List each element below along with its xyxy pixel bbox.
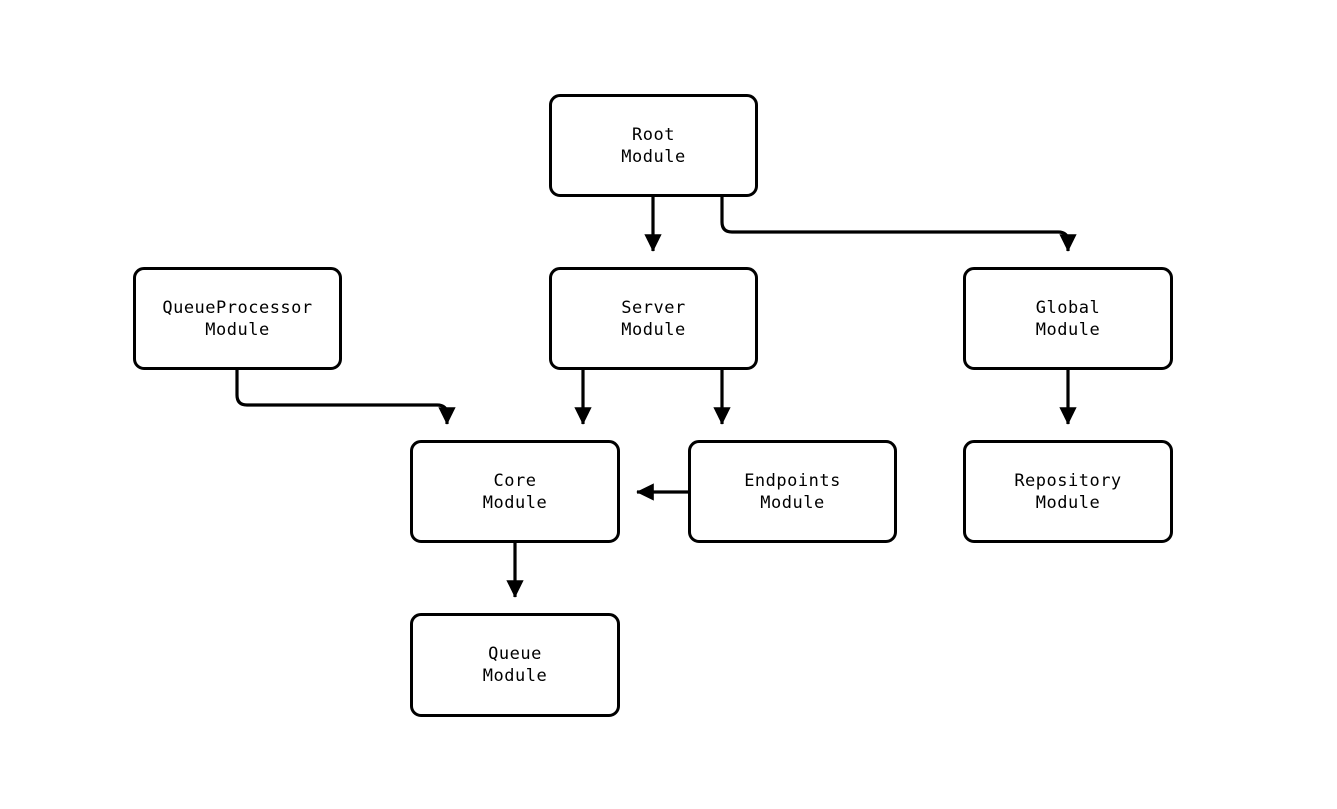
node-repository-module-line2: Module — [1035, 492, 1101, 513]
node-repository-module-line1: Repository — [1014, 470, 1122, 491]
node-server-module-line2: Module — [621, 319, 686, 340]
node-core-module-line2: Module — [482, 492, 548, 513]
node-server-module[interactable]: Server Module — [549, 267, 758, 370]
node-global-module[interactable]: Global Module — [963, 267, 1173, 370]
node-queueprocessor-module-line2: Module — [205, 319, 270, 340]
node-root-module[interactable]: Root Module — [549, 94, 758, 197]
node-endpoints-module-line1: Endpoints — [744, 470, 841, 491]
node-queue-module-line2: Module — [482, 666, 548, 686]
node-queueprocessor-module[interactable]: QueueProcessor Module — [133, 267, 342, 370]
node-queue-module-line1: Queue — [488, 644, 542, 664]
node-repository-module[interactable]: Repository Module — [963, 440, 1173, 543]
node-queue-module[interactable]: Queue Module — [410, 613, 620, 717]
node-server-module-line1: Server — [621, 297, 686, 318]
node-root-module-line1: Root — [632, 124, 675, 145]
edge-queueprocessor-core — [235, 370, 456, 425]
node-endpoints-module[interactable]: Endpoints Module — [688, 440, 897, 543]
node-queueprocessor-module-line1: QueueProcessor — [162, 297, 313, 318]
node-root-module-line2: Module — [621, 146, 686, 167]
node-endpoints-module-line2: Module — [760, 492, 825, 513]
node-core-module-line1: Core — [493, 470, 537, 491]
node-global-module-line1: Global — [1035, 297, 1101, 318]
node-global-module-line2: Module — [1035, 319, 1101, 340]
node-core-module[interactable]: Core Module — [410, 440, 620, 543]
edge-root-global — [720, 197, 1077, 252]
